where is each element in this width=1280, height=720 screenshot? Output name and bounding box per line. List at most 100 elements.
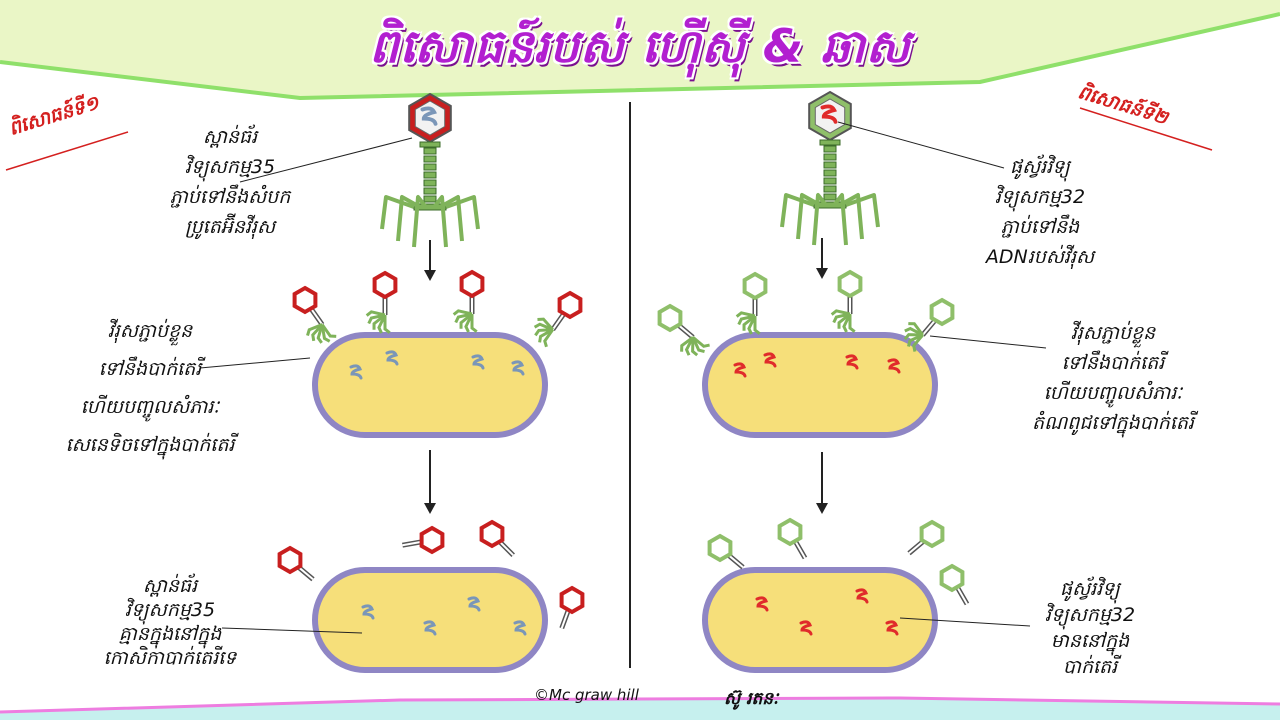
right-result-caption: ផូស្វ័រវិទ្យុ វិទ្យុសកម្ម32 មាននៅក្នុង ប… — [1010, 576, 1170, 680]
arrow-left-1 — [424, 240, 436, 281]
phage-leg — [533, 322, 554, 331]
tail-segment — [423, 147, 437, 155]
phage-leg — [845, 193, 880, 228]
phage-tail-core — [677, 324, 694, 339]
dna-coil — [420, 106, 438, 126]
phage-capsid — [777, 517, 803, 547]
phage-legs — [365, 310, 391, 334]
leader-left-result — [221, 627, 363, 634]
big-phage-right — [780, 90, 880, 246]
phage-leg — [396, 195, 421, 242]
phage-leg — [306, 323, 323, 336]
phage-leg — [432, 195, 448, 248]
phage-leg — [742, 314, 756, 331]
dna-coil — [820, 104, 838, 124]
phage-leg — [848, 314, 856, 333]
caption-line: វីរុសភ្ជាប់ខ្លួន — [1070, 322, 1156, 344]
phage-legs — [830, 309, 856, 333]
dna-coil — [799, 620, 813, 636]
leader-right-infect — [929, 335, 1047, 349]
leader-left-phage — [239, 137, 413, 183]
caption-line: ភ្ជាប់ទៅនឹង — [1000, 216, 1080, 238]
dna-fragments — [349, 350, 901, 636]
free-phages-right — [707, 517, 970, 606]
phage-tail-core — [908, 540, 925, 555]
small-phage — [830, 269, 863, 333]
phage-leg — [383, 315, 391, 334]
tail-segment — [423, 179, 437, 187]
leader-right-result — [899, 617, 1031, 627]
phage-leg — [747, 315, 757, 335]
phage-leg — [537, 317, 554, 331]
small-phage — [533, 290, 583, 348]
small-phage — [402, 525, 445, 555]
dna-coil — [385, 350, 399, 366]
phage-tail-core — [499, 541, 514, 556]
phage-tail-core — [551, 313, 565, 331]
caption-line: ផូស្វ័រវិទ្យុ — [1060, 578, 1120, 600]
big-phage-legs — [380, 195, 480, 248]
caption-line: កោសិកាបាក់តេរីទេ — [103, 647, 237, 669]
tail-segment — [823, 153, 837, 161]
small-phage — [292, 285, 337, 344]
tail-segment — [823, 177, 837, 185]
dna-coil — [763, 352, 777, 368]
phage-leg — [367, 313, 386, 325]
tail-segment — [423, 163, 437, 171]
phage-tail-core — [727, 554, 744, 569]
big-phage-tail — [423, 147, 437, 203]
tail-segment — [823, 193, 837, 201]
phage-legs — [735, 311, 761, 335]
tail-segment — [423, 187, 437, 195]
leader-right-phage — [837, 121, 1005, 169]
attached-phages-right — [657, 269, 955, 357]
phage-tail-core — [794, 541, 806, 559]
phage-legs — [680, 336, 710, 357]
dna-coil — [349, 364, 363, 380]
phage-leg — [452, 309, 473, 316]
caption-line: ស្ពាន់ធ័រ — [142, 575, 198, 597]
dna-coil — [513, 620, 527, 636]
phage-leg — [830, 309, 851, 316]
phage-capsid — [557, 290, 583, 320]
phage-leg — [680, 336, 694, 352]
small-phage — [903, 297, 955, 352]
dna-coil — [471, 354, 485, 370]
phage-leg — [538, 328, 554, 343]
arrow-right-2 — [816, 452, 828, 514]
bacterium-left-result — [312, 567, 548, 673]
phage-leg — [832, 193, 848, 246]
title-banner-edge — [0, 12, 1280, 101]
leader-left-infect — [199, 357, 311, 369]
caption-line: ទៅនឹងបាក់តេរី — [1061, 352, 1165, 374]
small-phage — [907, 519, 945, 556]
page-title: ពិសោធន៍របស់ ហ៊ើស៊ី & ឆាស — [369, 19, 911, 73]
phage-capsid — [559, 585, 585, 615]
tail-segment — [423, 155, 437, 163]
small-phage — [365, 270, 398, 334]
phage-capsid — [657, 303, 683, 333]
dna-coil — [733, 362, 747, 378]
phage-leg — [439, 195, 464, 242]
tail-segment — [823, 169, 837, 177]
dna-coil — [845, 354, 859, 370]
phage-tail-core — [402, 540, 422, 547]
phage-legs — [533, 317, 555, 348]
caption-line: វិទ្យុសកម្ម32 — [1044, 604, 1136, 626]
right-phage-caption: ផូស្វ័រវិទ្យុ វិទ្យុសកម្ម32 ភ្ជាប់ទៅនឹង … — [950, 152, 1130, 272]
dna-coil — [755, 596, 769, 612]
tail-segment — [823, 161, 837, 169]
tail-segment — [423, 171, 437, 179]
phage-leg — [316, 324, 324, 344]
phage-leg — [470, 314, 478, 333]
phage-legs — [306, 323, 337, 344]
left-result-caption: ស្ពាន់ធ័រ វិទ្យុសកម្ម35 គ្មានក្នុងនៅក្នុ… — [70, 574, 270, 670]
dna-coil — [887, 358, 901, 374]
left-phage-caption: ស្ពាន់ធ័រ វិទ្យុសកម្ម35 ភ្ជាប់ទៅនឹងសំបក … — [140, 122, 320, 242]
caption-line: ប្រូតេអ៊ីនវីរុស — [184, 216, 276, 238]
small-phage — [452, 269, 485, 333]
phage-leg — [543, 328, 555, 348]
phage-leg — [311, 323, 324, 342]
exp1-underline — [5, 131, 129, 171]
phage-leg — [907, 333, 924, 347]
